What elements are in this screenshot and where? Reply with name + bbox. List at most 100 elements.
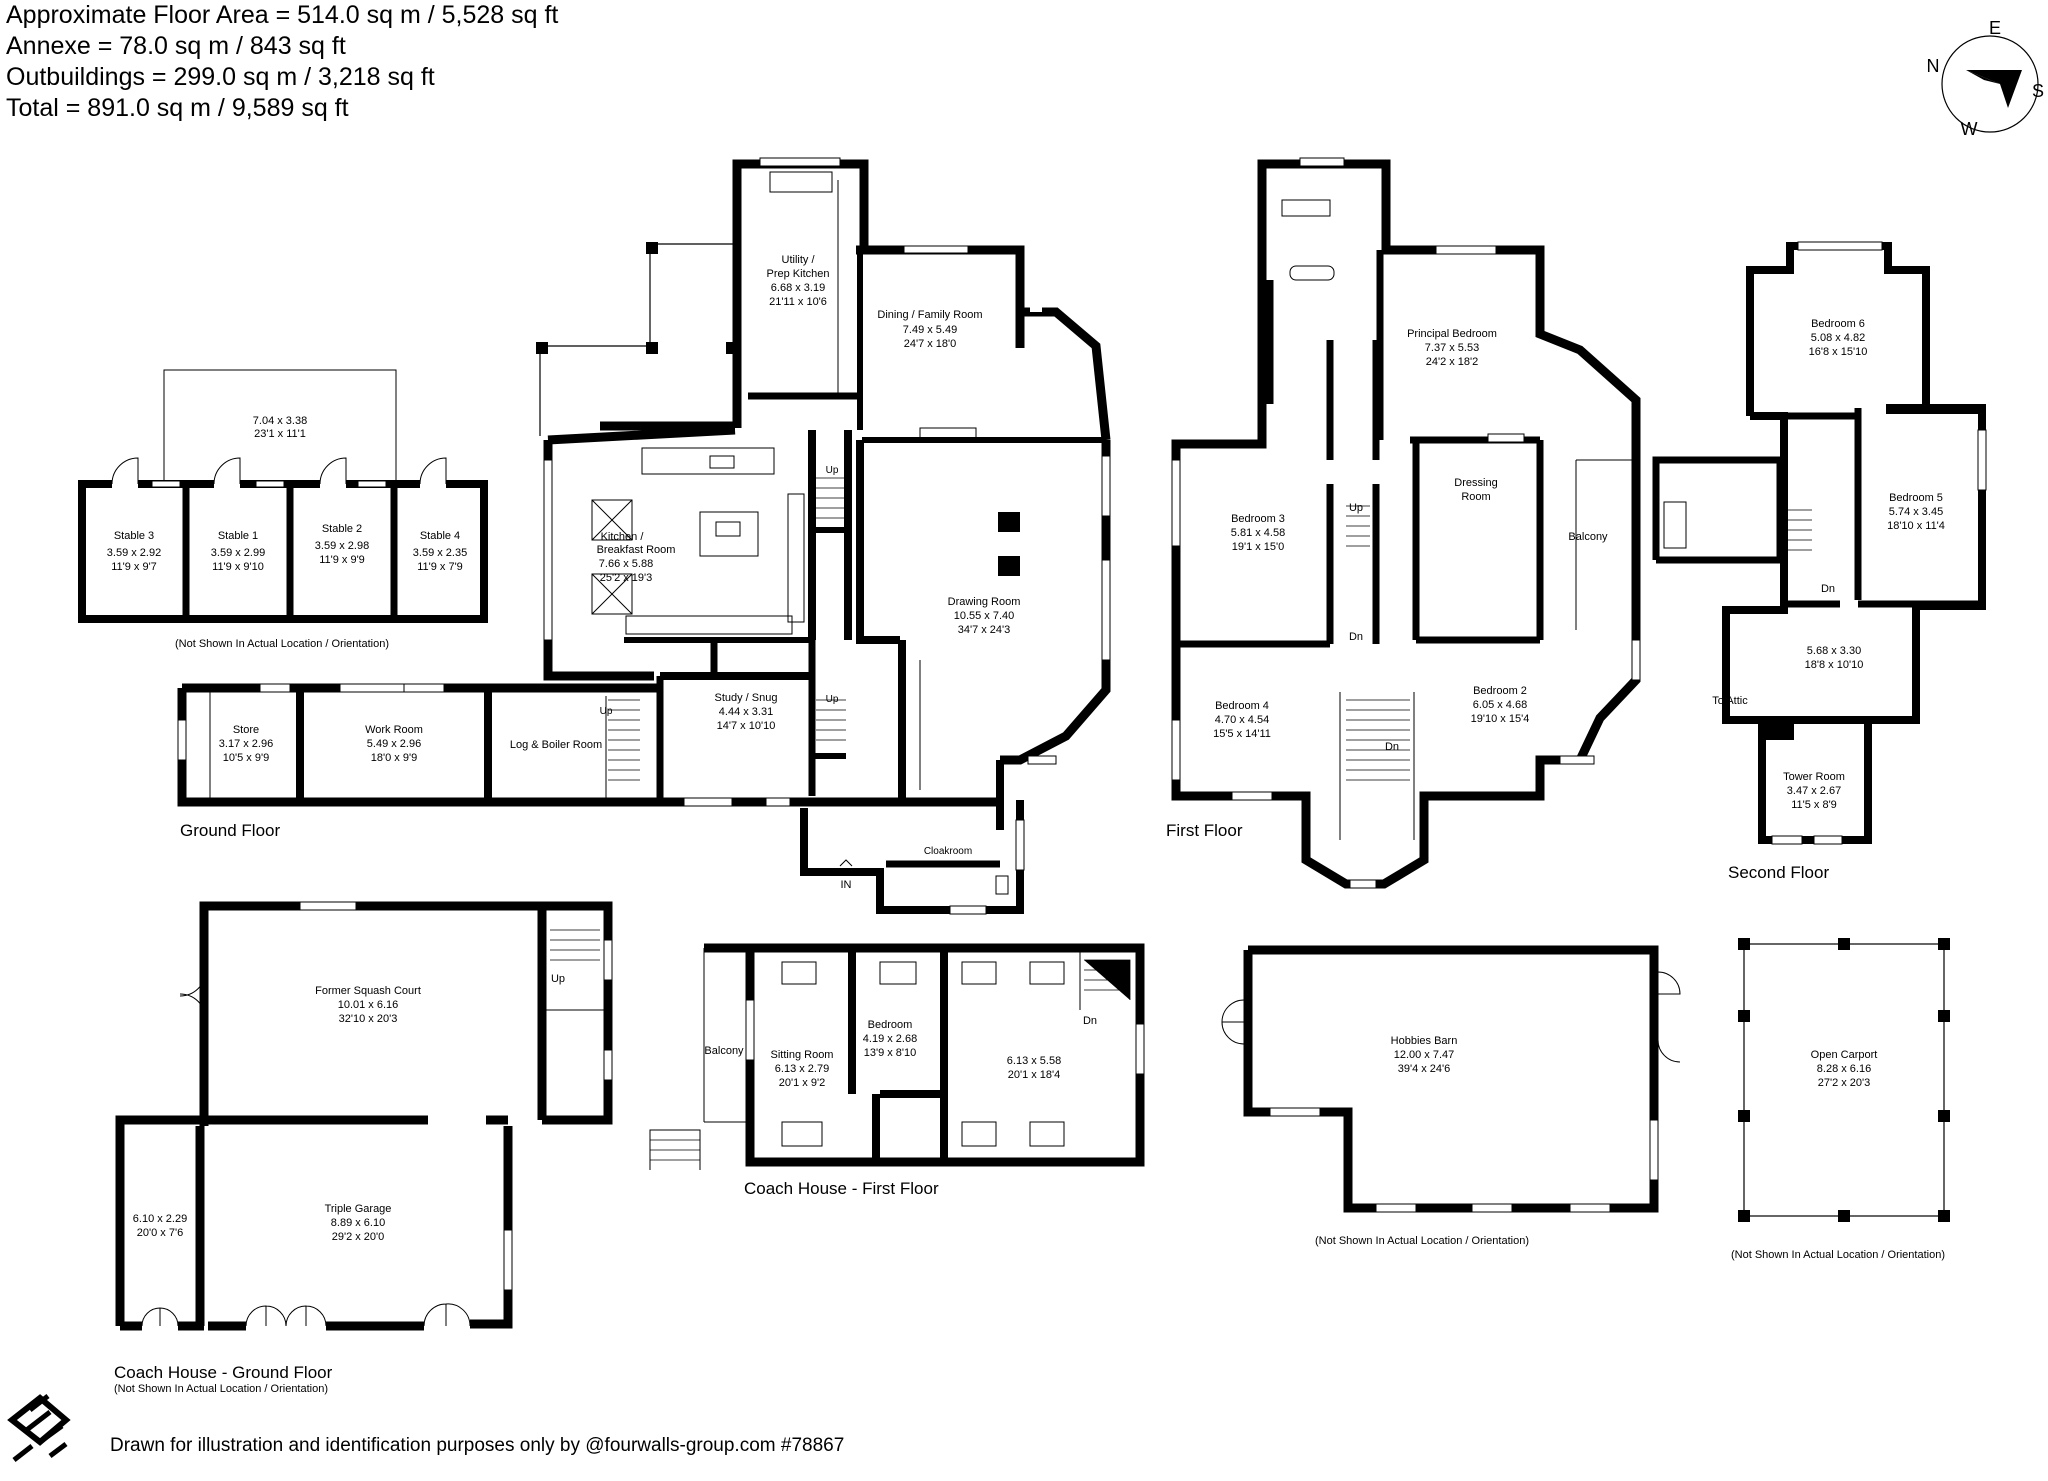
stable-2-name: Stable 2 [322,523,362,535]
utility-line-2: Prep Kitchen [767,268,830,280]
first-floor-title: First Floor [1166,821,1243,840]
open-carport-plan: Open Carport 8.28 x 6.16 27'2 x 20'3 (No… [1731,938,1950,1261]
barn-metric: 12.00 x 7.47 [1394,1049,1455,1061]
first-floor-plan: Principal Bedroom 7.37 x 5.53 24'2 x 18'… [1166,157,1641,889]
room-garage-bay: 6.10 x 2.29 20'0 x 7'6 [133,1213,187,1239]
stable-1-name: Stable 1 [218,530,258,542]
bed4-metric: 4.70 x 4.54 [1215,714,1269,726]
coach-room-imperial: 20'1 x 18'4 [1008,1069,1061,1081]
second-dn: Dn [1821,583,1835,595]
dining-imperial: 24'7 x 18'0 [904,338,957,350]
barn-imperial: 39'4 x 24'6 [1398,1063,1451,1075]
garage-name: Triple Garage [325,1203,392,1215]
study-metric: 4.44 x 3.31 [719,706,773,718]
work-metric: 5.49 x 2.96 [367,738,421,750]
room-bedroom-4: Bedroom 4 4.70 x 4.54 15'5 x 14'11 [1213,700,1271,740]
room-principal-bedroom: Principal Bedroom 7.37 x 5.53 24'2 x 18'… [1407,328,1497,368]
room-bedroom-2: Bedroom 2 6.05 x 4.68 19'10 x 15'4 [1471,685,1530,725]
room-kitchen: Kitchen / Breakfast Room 7.66 x 5.88 25'… [597,531,676,584]
room-bedroom-3: Bedroom 3 5.81 x 4.58 19'1 x 15'0 [1231,513,1285,553]
utility-line-1: Utility / [782,254,816,266]
stables-overall-metric: 7.04 x 3.38 [253,415,307,427]
garage-metric: 8.89 x 6.10 [331,1217,385,1229]
barn-name: Hobbies Barn [1391,1035,1458,1047]
room-tower: Tower Room 3.47 x 2.67 11'5 x 8'9 [1783,771,1845,811]
footer-credit: Drawn for illustration and identificatio… [110,1435,844,1456]
second-room-metric: 5.68 x 3.30 [1807,645,1861,657]
principal-name: Principal Bedroom [1407,328,1497,340]
principal-metric: 7.37 x 5.53 [1425,342,1479,354]
stable-2-metric: 3.59 x 2.98 [315,540,369,552]
bed4-name: Bedroom 4 [1215,700,1269,712]
room-stable-3: Stable 3 3.59 x 2.92 11'9 x 9'7 [107,530,161,573]
coach-ground-floor-plan: Former Squash Court 10.01 x 6.16 32'10 x… [114,901,613,1395]
principal-imperial: 24'2 x 18'2 [1426,356,1479,368]
tower-imperial: 11'5 x 8'9 [1791,799,1837,811]
stable-2-imperial: 11'9 x 9'9 [319,554,365,566]
coach-ground-title: Coach House - Ground Floor [114,1363,333,1382]
barn-note: (Not Shown In Actual Location / Orientat… [1315,1235,1529,1247]
room-sitting-room: Sitting Room 6.13 x 2.79 20'1 x 9'2 [771,1049,834,1089]
bed4-imperial: 15'5 x 14'11 [1213,728,1271,740]
sitting-metric: 6.13 x 2.79 [775,1063,829,1075]
summary-outbuildings: Outbuildings = 299.0 sq m / 3,218 sq ft [6,63,435,91]
bed3-name: Bedroom 3 [1231,513,1285,525]
bed6-imperial: 16'8 x 15'10 [1809,346,1868,358]
kitchen-line-1: Kitchen / [601,531,645,543]
sitting-name: Sitting Room [771,1049,834,1061]
cloakroom-label: Cloakroom [924,846,972,857]
carport-note: (Not Shown In Actual Location / Orientat… [1731,1249,1945,1261]
room-bedroom-6: Bedroom 6 5.08 x 4.82 16'8 x 15'10 [1809,318,1868,358]
ground-floor-plan: Cloakroom IN Utility / Prep Kitchen 6.68… [177,157,1111,915]
bed6-metric: 5.08 x 4.82 [1811,332,1865,344]
stables-block: 7.04 x 3.38 23'1 x 11'1 Stable 3 3.59 x … [78,369,488,650]
coach-ground-note: (Not Shown In Actual Location / Orientat… [114,1383,328,1395]
drawing-metric: 10.55 x 7.40 [954,610,1015,622]
room-open-carport: Open Carport 8.28 x 6.16 27'2 x 20'3 [1811,1049,1878,1089]
kitchen-imperial: 25'2 x 19'3 [600,572,653,584]
room-store: Store 3.17 x 2.96 10'5 x 9'9 [219,724,273,764]
carport-name: Open Carport [1811,1049,1878,1061]
ground-up-3: Up [600,706,613,717]
study-imperial: 14'7 x 10'10 [717,720,776,732]
first-dn-1: Dn [1349,631,1363,643]
first-balcony-label: Balcony [1568,531,1608,543]
dressing-line-1: Dressing [1454,477,1497,489]
squash-metric: 10.01 x 6.16 [338,999,399,1011]
stable-4-name: Stable 4 [420,530,460,542]
room-dining: Dining / Family Room 7.49 x 5.49 24'7 x … [877,309,982,350]
tower-name: Tower Room [1783,771,1845,783]
compass-icon: E N S W [1927,18,2045,139]
bay-metric: 6.10 x 2.29 [133,1213,187,1225]
stable-3-imperial: 11'9 x 9'7 [111,561,157,573]
bay-imperial: 20'0 x 7'6 [137,1227,183,1239]
bed2-imperial: 19'10 x 15'4 [1471,713,1530,725]
room-squash-court: Former Squash Court 10.01 x 6.16 32'10 x… [315,985,421,1025]
second-floor-plan: Bedroom 6 5.08 x 4.82 16'8 x 15'10 Bedro… [1652,241,1987,882]
stable-1-metric: 3.59 x 2.99 [211,547,265,559]
compass-n: N [1927,56,1940,76]
work-imperial: 18'0 x 9'9 [371,752,417,764]
room-second-floor-room: 5.68 x 3.30 18'8 x 10'10 [1805,645,1864,671]
bed5-metric: 5.74 x 3.45 [1889,506,1943,518]
second-floor-title: Second Floor [1728,863,1829,882]
entrance-label: IN [841,879,852,891]
compass-s: S [2032,81,2044,101]
summary-approx-floor-area: Approximate Floor Area = 514.0 sq m / 5,… [6,1,559,29]
coach-bed-imperial: 13'9 x 8'10 [864,1047,917,1059]
kitchen-line-2: Breakfast Room [597,544,676,556]
bed3-imperial: 19'1 x 15'0 [1232,541,1285,553]
squash-name: Former Squash Court [315,985,421,997]
room-stable-1: Stable 1 3.59 x 2.99 11'9 x 9'10 [211,530,265,573]
room-drawing: Drawing Room 10.55 x 7.40 34'7 x 24'3 [948,596,1021,636]
room-dressing: Dressing Room [1454,477,1497,503]
store-metric: 3.17 x 2.96 [219,738,273,750]
stable-3-metric: 3.59 x 2.92 [107,547,161,559]
coach-ground-up: Up [551,973,565,985]
utility-metric: 6.68 x 3.19 [771,282,825,294]
coach-room-metric: 6.13 x 5.58 [1007,1055,1061,1067]
summary-total: Total = 891.0 sq m / 9,589 sq ft [6,94,349,122]
squash-imperial: 32'10 x 20'3 [339,1013,398,1025]
stable-4-imperial: 11'9 x 7'9 [417,561,463,573]
